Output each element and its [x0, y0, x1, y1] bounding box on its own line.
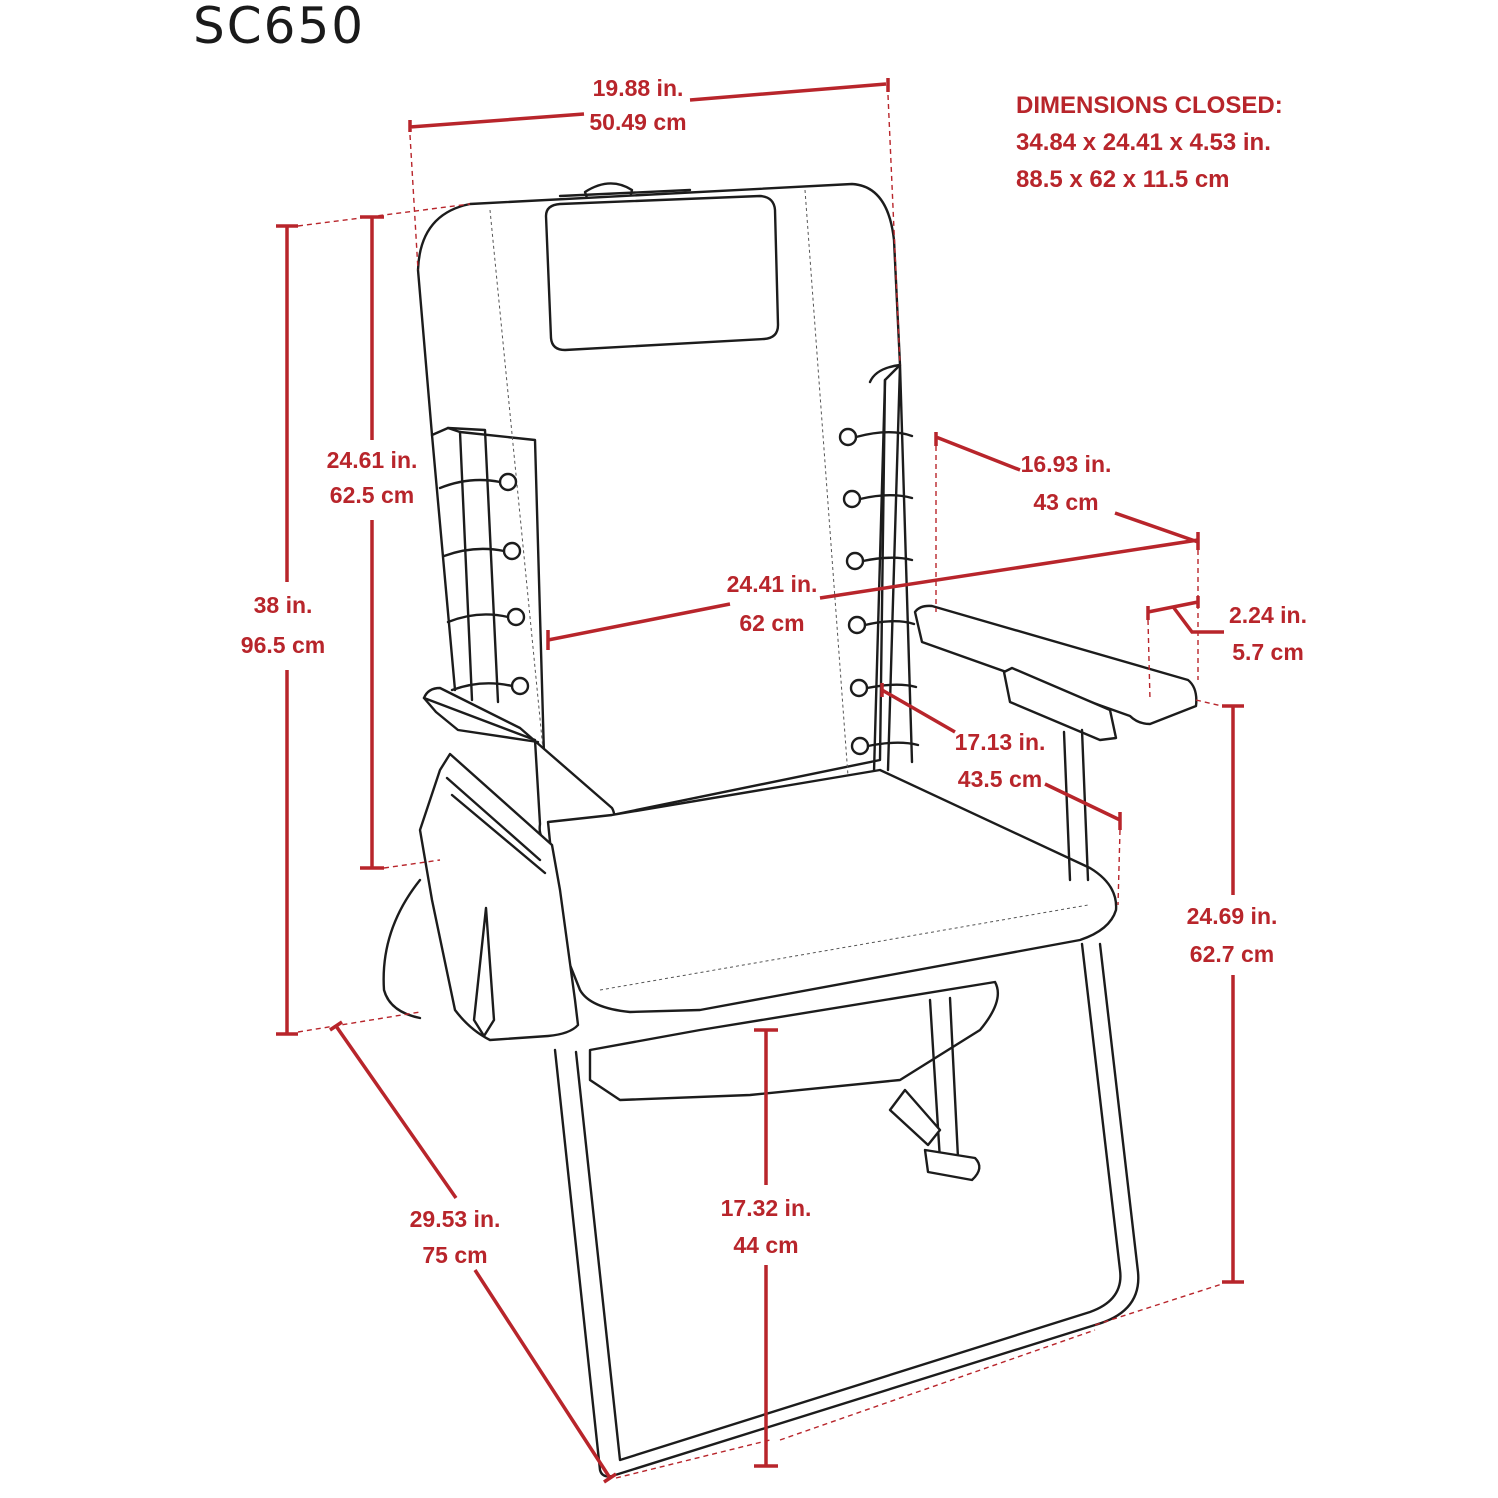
strap-buckle	[923, 1148, 981, 1182]
top-width-cm: 50.49 cm	[589, 109, 686, 135]
dimensions-closed: DIMENSIONS CLOSED: 34.84 x 24.41 x 4.53 …	[1016, 92, 1283, 193]
outer-width-cm: 62 cm	[739, 610, 804, 636]
under-seat-cooler	[588, 980, 1000, 1102]
armrest-cup-holder	[1002, 666, 1118, 742]
dimension-lines	[276, 78, 1244, 1484]
model-title: SC650	[193, 0, 365, 55]
zipper-pull	[472, 906, 496, 1038]
depth-in: 29.53 in.	[410, 1206, 501, 1232]
depth-cm: 75 cm	[422, 1242, 487, 1268]
outer-width-in: 24.41 in.	[727, 571, 818, 597]
right-lacing	[838, 427, 920, 756]
side-strap	[382, 878, 422, 1020]
left-frame	[430, 426, 500, 704]
top-width-in: 19.88 in.	[593, 75, 684, 101]
arm-height-in: 24.69 in.	[1187, 903, 1278, 929]
arm-length-in: 16.93 in.	[1021, 451, 1112, 477]
arm-height-cm: 62.7 cm	[1190, 941, 1274, 967]
seat-depth-in: 17.13 in.	[955, 729, 1046, 755]
back-height-cm: 62.5 cm	[330, 482, 414, 508]
closed-heading: DIMENSIONS CLOSED:	[1016, 92, 1283, 119]
seat	[546, 768, 1118, 1014]
closed-imperial: 34.84 x 24.41 x 4.53 in.	[1016, 129, 1271, 156]
arm-length-cm: 43 cm	[1033, 489, 1098, 515]
headrest-pillow	[544, 194, 780, 352]
seat-height-in: 17.32 in.	[721, 1195, 812, 1221]
chair-illustration	[382, 182, 1198, 1478]
seat-height-cm: 44 cm	[733, 1232, 798, 1258]
strap-tab	[888, 1088, 942, 1147]
seat-depth-cm: 43.5 cm	[958, 766, 1042, 792]
arm-width-cm: 5.7 cm	[1232, 639, 1304, 665]
total-height-in: 38 in.	[254, 592, 313, 618]
arm-width-in: 2.24 in.	[1229, 602, 1307, 628]
total-height-cm: 96.5 cm	[241, 632, 325, 658]
back-height-in: 24.61 in.	[327, 447, 418, 473]
right-armrest	[913, 604, 1198, 726]
cooler-pouch	[418, 752, 580, 1042]
closed-metric: 88.5 x 62 x 11.5 cm	[1016, 166, 1230, 193]
left-lacing	[438, 472, 530, 696]
dimension-labels: 19.88 in. 50.49 cm 24.61 in. 62.5 cm 38 …	[241, 75, 1307, 1268]
top-bar	[558, 188, 692, 198]
